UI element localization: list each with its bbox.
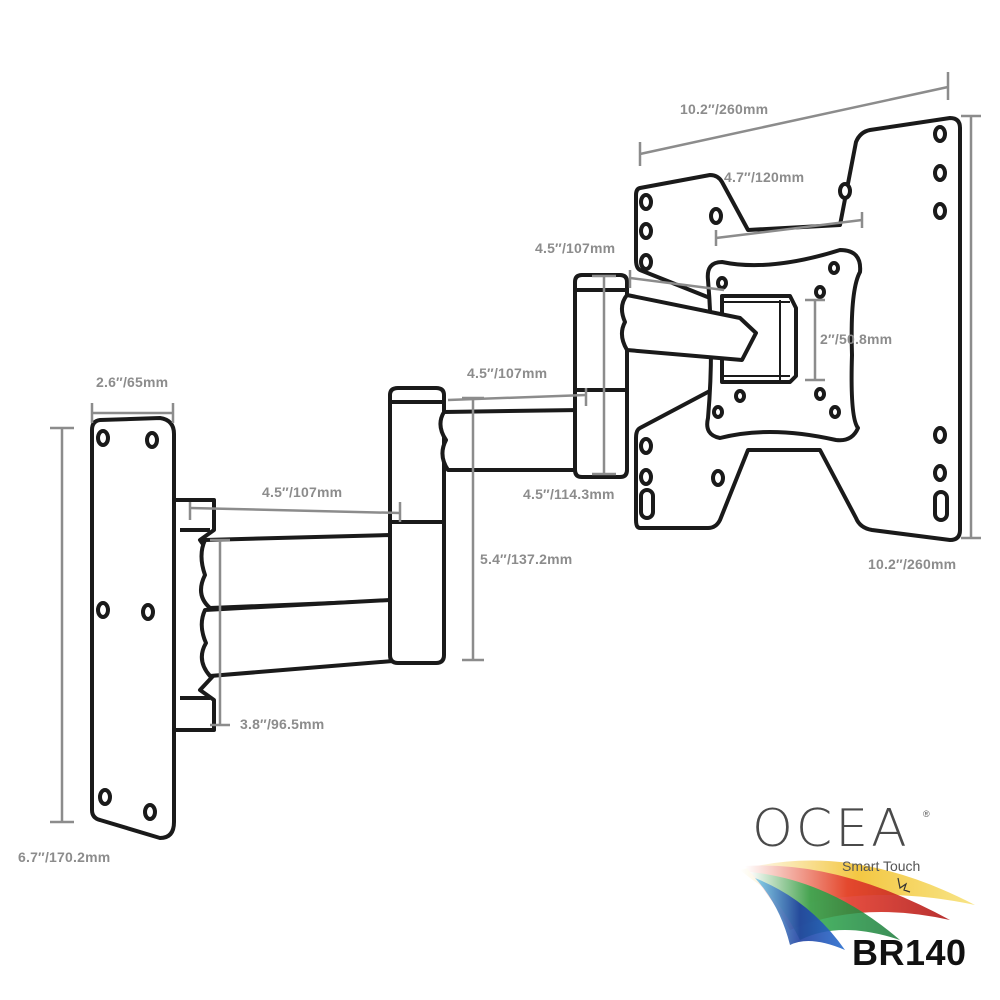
middle-height-label: 5.4″/137.2mm — [480, 551, 573, 567]
wall-plate-hole — [141, 603, 155, 621]
tv-plate-hole — [933, 164, 947, 182]
tv-plate-hole — [639, 253, 653, 271]
tv-plate-hole — [933, 464, 947, 482]
first-arm — [199, 533, 434, 678]
tv-plate-hole — [639, 222, 653, 240]
tv-plate-hole — [709, 207, 723, 225]
dimension-lines — [50, 72, 981, 824]
arm3-length-label: 4.5″/107mm — [535, 240, 616, 256]
brand-logo: OCEA — [752, 799, 910, 859]
tv-plate-hole — [639, 437, 653, 455]
wall-plate-hole — [96, 601, 110, 619]
tv-plate-hole — [639, 468, 653, 486]
arm1-height-label: 3.8″/96.5mm — [240, 716, 325, 732]
wall-plate-hole — [96, 429, 110, 447]
tv-plate-width-label: 10.2″/260mm — [680, 101, 769, 117]
hand-pointer-icon — [897, 877, 911, 893]
third-arm — [620, 293, 758, 362]
second-arm — [438, 408, 617, 472]
tv-plate-hole — [838, 182, 852, 200]
arm2-length-label: 4.5″/107mm — [467, 365, 548, 381]
tv-plate-slot — [639, 488, 655, 520]
wall-plate-height-label: 6.7″/170.2mm — [18, 849, 111, 865]
wall-plate-width-label: 2.6″/65mm — [96, 374, 169, 390]
tv-plate-hole — [933, 125, 947, 143]
tv-plate-height-label: 10.2″/260mm — [868, 556, 957, 572]
tv-plate-hole — [933, 202, 947, 220]
wall-plate-hole — [145, 431, 159, 449]
registered-mark: ® — [923, 809, 930, 819]
wall-plate-hole — [143, 803, 157, 821]
tilt-height-label: 2″/50.8mm — [820, 331, 893, 347]
wall-plate-hole — [98, 788, 112, 806]
model-number: BR140 — [852, 932, 967, 973]
second-pivot — [573, 273, 629, 479]
wall-plate — [90, 416, 176, 840]
tv-plate-slot — [933, 490, 949, 522]
tv-plate-hole — [933, 426, 947, 444]
tv-plate-hole — [639, 193, 653, 211]
arm1-length-label: 4.5″/107mm — [262, 484, 343, 500]
vesa-width-label: 4.7″/120mm — [724, 169, 805, 185]
brand-tagline: Smart Touch — [842, 858, 921, 874]
arm3-height-label: 4.5″/114.3mm — [523, 486, 615, 502]
middle-pivot — [388, 386, 446, 665]
tv-plate-hole — [711, 469, 725, 487]
brand-swoosh — [740, 860, 975, 950]
